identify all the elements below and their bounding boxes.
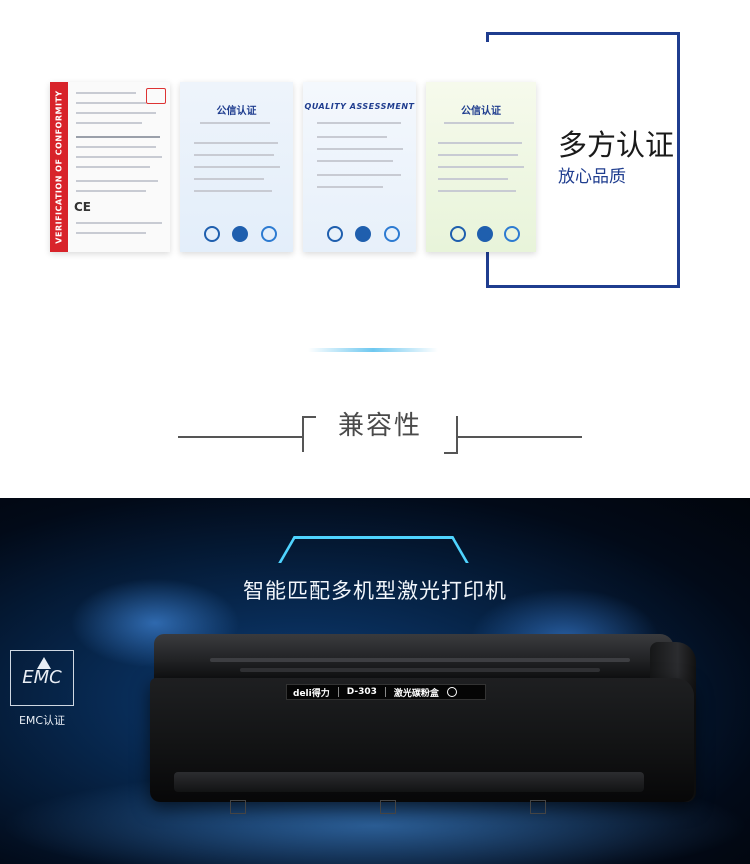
ce-mark-icon: CE	[74, 200, 92, 214]
iaf-logo-icon	[232, 226, 249, 242]
toner-cartridge-image: deli得力 D-303 激光碳粉盒	[150, 634, 696, 814]
bracket-left-icon	[302, 416, 316, 452]
warning-icon	[380, 800, 396, 814]
emc-logo: EMC	[10, 650, 74, 706]
divider-glow	[308, 348, 438, 352]
certificate-1: 公信认证	[180, 82, 293, 252]
cnas-logo-icon	[449, 226, 466, 242]
certification-subheading: 放心品质	[558, 167, 626, 187]
iaf-logo-icon	[355, 226, 372, 242]
warning-icon	[230, 800, 246, 814]
conformity-certificate: VERIFICATION OF CONFORMITY CE	[50, 82, 170, 252]
emc-certification-label: EMC认证	[18, 714, 66, 727]
cartridge-product: 激光碳粉盒	[393, 688, 439, 699]
certification-logos	[321, 226, 406, 242]
iaf-logo-icon	[476, 226, 493, 242]
cqc-logo-icon	[383, 226, 400, 242]
certification-heading: 多方认证	[558, 128, 675, 162]
stamp-icon	[146, 88, 166, 104]
certificate-2: QUALITY ASSESSMENT	[303, 82, 416, 252]
cqc-logo-icon	[504, 226, 521, 242]
emc-triangle-icon	[37, 657, 51, 669]
cartridge-label: deli得力 D-303 激光碳粉盒	[286, 684, 486, 700]
glow-bracket-right-icon	[370, 536, 469, 563]
banner-title: 智能匹配多机型激光打印机	[243, 579, 507, 603]
warning-icon	[530, 800, 546, 814]
section-title-compatibility: 兼容性	[337, 411, 422, 441]
certificate-3: 公信认证	[426, 82, 536, 252]
bracket-right-icon	[444, 416, 458, 454]
conformity-band: VERIFICATION OF CONFORMITY	[50, 82, 68, 252]
cnas-logo-icon	[204, 226, 221, 242]
cartridge-brand: deli得力	[293, 688, 330, 699]
certification-section: VERIFICATION OF CONFORMITY CE 公信认证 QUALI…	[0, 0, 750, 380]
recycle-icon	[446, 687, 457, 697]
glow-bracket-left-icon	[278, 536, 377, 563]
section-divider-right	[458, 436, 582, 438]
cnas-logo-icon	[327, 226, 344, 242]
cqc-logo-icon	[260, 226, 277, 242]
cartridge-model: D-303	[346, 687, 377, 697]
printer-banner: 智能匹配多机型激光打印机 EMC EMC认证 deli得力 D-303 激光碳粉…	[0, 498, 750, 864]
certification-logos	[198, 226, 283, 242]
section-divider-left	[178, 436, 302, 438]
certification-logos	[444, 226, 526, 242]
